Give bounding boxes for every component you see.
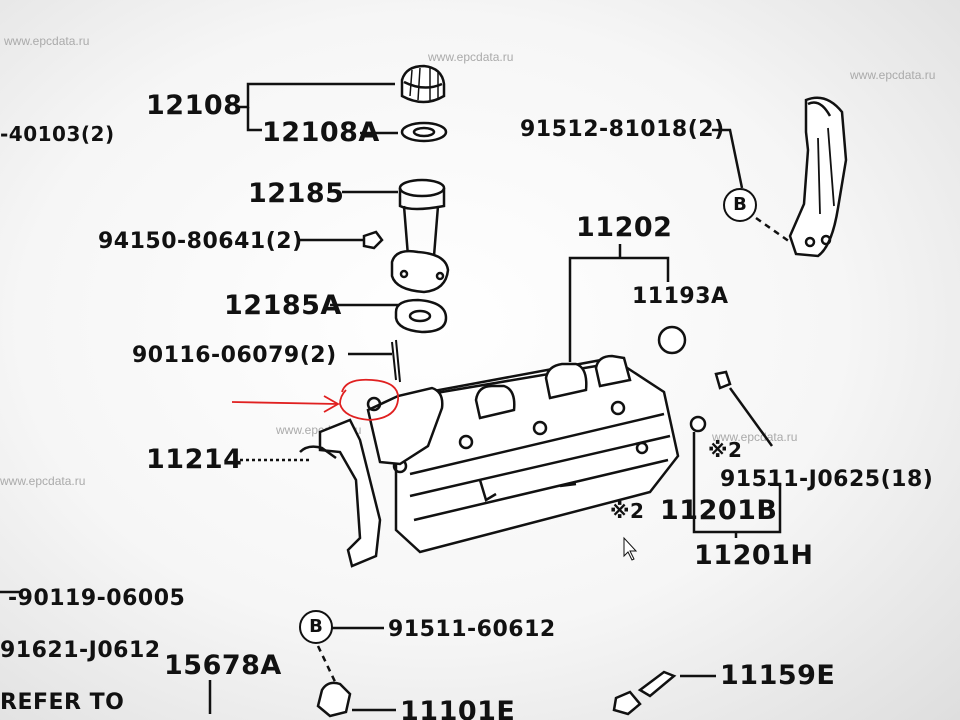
leader-b-91512 bbox=[755, 216, 791, 244]
part-label-12108: 12108 bbox=[146, 90, 243, 121]
part-label-11101e: 11101E bbox=[400, 696, 516, 720]
grommet-11193a bbox=[657, 325, 687, 355]
part-label-11201b: 11201B bbox=[660, 495, 778, 526]
part-label-11159e: 11159E bbox=[720, 660, 836, 691]
mark-x2-b: ※2 bbox=[610, 499, 645, 523]
red-arrow-shaft bbox=[231, 401, 339, 405]
filler-tube bbox=[390, 178, 450, 294]
nut-bottom bbox=[612, 690, 642, 716]
watermark: www.epcdata.ru bbox=[4, 34, 90, 48]
part-label-91512: 91512-81018(2) bbox=[520, 117, 725, 142]
bolt-11101e bbox=[316, 681, 352, 718]
cap-gasket bbox=[400, 121, 448, 143]
red-circle bbox=[339, 378, 399, 421]
circle-b-marker-top: B bbox=[723, 188, 757, 222]
watermark: www.epcdata.ru bbox=[850, 68, 936, 82]
circle-b-marker-bottom: B bbox=[299, 610, 333, 644]
part-label-90119: -90119-06005 bbox=[8, 586, 186, 611]
part-label-11214: 11214 bbox=[146, 444, 243, 475]
bolt-91511j bbox=[714, 370, 732, 390]
bolt-94150 bbox=[362, 230, 384, 250]
watermark: www.epcdata.ru bbox=[712, 430, 798, 444]
part-label-40103: -40103(2) bbox=[0, 122, 115, 146]
watermark: www.epcdata.ru bbox=[0, 474, 86, 488]
valve-cover bbox=[392, 354, 680, 554]
breather-11214 bbox=[299, 386, 444, 568]
part-label-11202: 11202 bbox=[576, 212, 673, 243]
washer-11201b bbox=[689, 415, 707, 433]
part-label-91511-60612: 91511-60612 bbox=[388, 617, 556, 642]
leader-91512 bbox=[712, 128, 744, 189]
part-label-12185a: 12185A bbox=[224, 290, 342, 321]
part-label-91511-j0625: 91511-J0625(18) bbox=[720, 467, 934, 492]
part-label-11201h: 11201H bbox=[694, 540, 814, 571]
leader-b-bottom bbox=[316, 645, 340, 689]
stud-90116 bbox=[391, 339, 401, 383]
mouse-cursor-icon bbox=[623, 536, 638, 561]
leader-12108 bbox=[236, 82, 395, 109]
red-arrow-head bbox=[323, 395, 340, 413]
part-label-91621: 91621-J0612 bbox=[0, 638, 161, 663]
leader-11201b bbox=[692, 432, 782, 534]
lifting-bracket bbox=[788, 96, 848, 258]
leader-12108a bbox=[246, 107, 262, 132]
tube-gasket bbox=[394, 298, 448, 334]
mark-x2-a: ※2 bbox=[708, 438, 743, 462]
oil-filler-cap bbox=[400, 64, 446, 104]
part-label-15678a: 15678A bbox=[164, 650, 282, 681]
leader-11202 bbox=[568, 244, 670, 362]
red-annotation bbox=[231, 378, 399, 421]
watermark: www.epcdata.ru bbox=[428, 50, 514, 64]
part-label-12185: 12185 bbox=[248, 178, 345, 209]
stud-11159e bbox=[637, 670, 677, 698]
part-label-12108a: 12108A bbox=[262, 117, 380, 148]
part-label-90116: 90116-06079(2) bbox=[132, 343, 337, 368]
part-label-94150: 94150-80641(2) bbox=[98, 229, 303, 254]
refer-to-note: REFER TO bbox=[0, 690, 125, 715]
leader-91511j bbox=[728, 387, 774, 447]
part-label-11193a: 11193A bbox=[632, 284, 729, 309]
